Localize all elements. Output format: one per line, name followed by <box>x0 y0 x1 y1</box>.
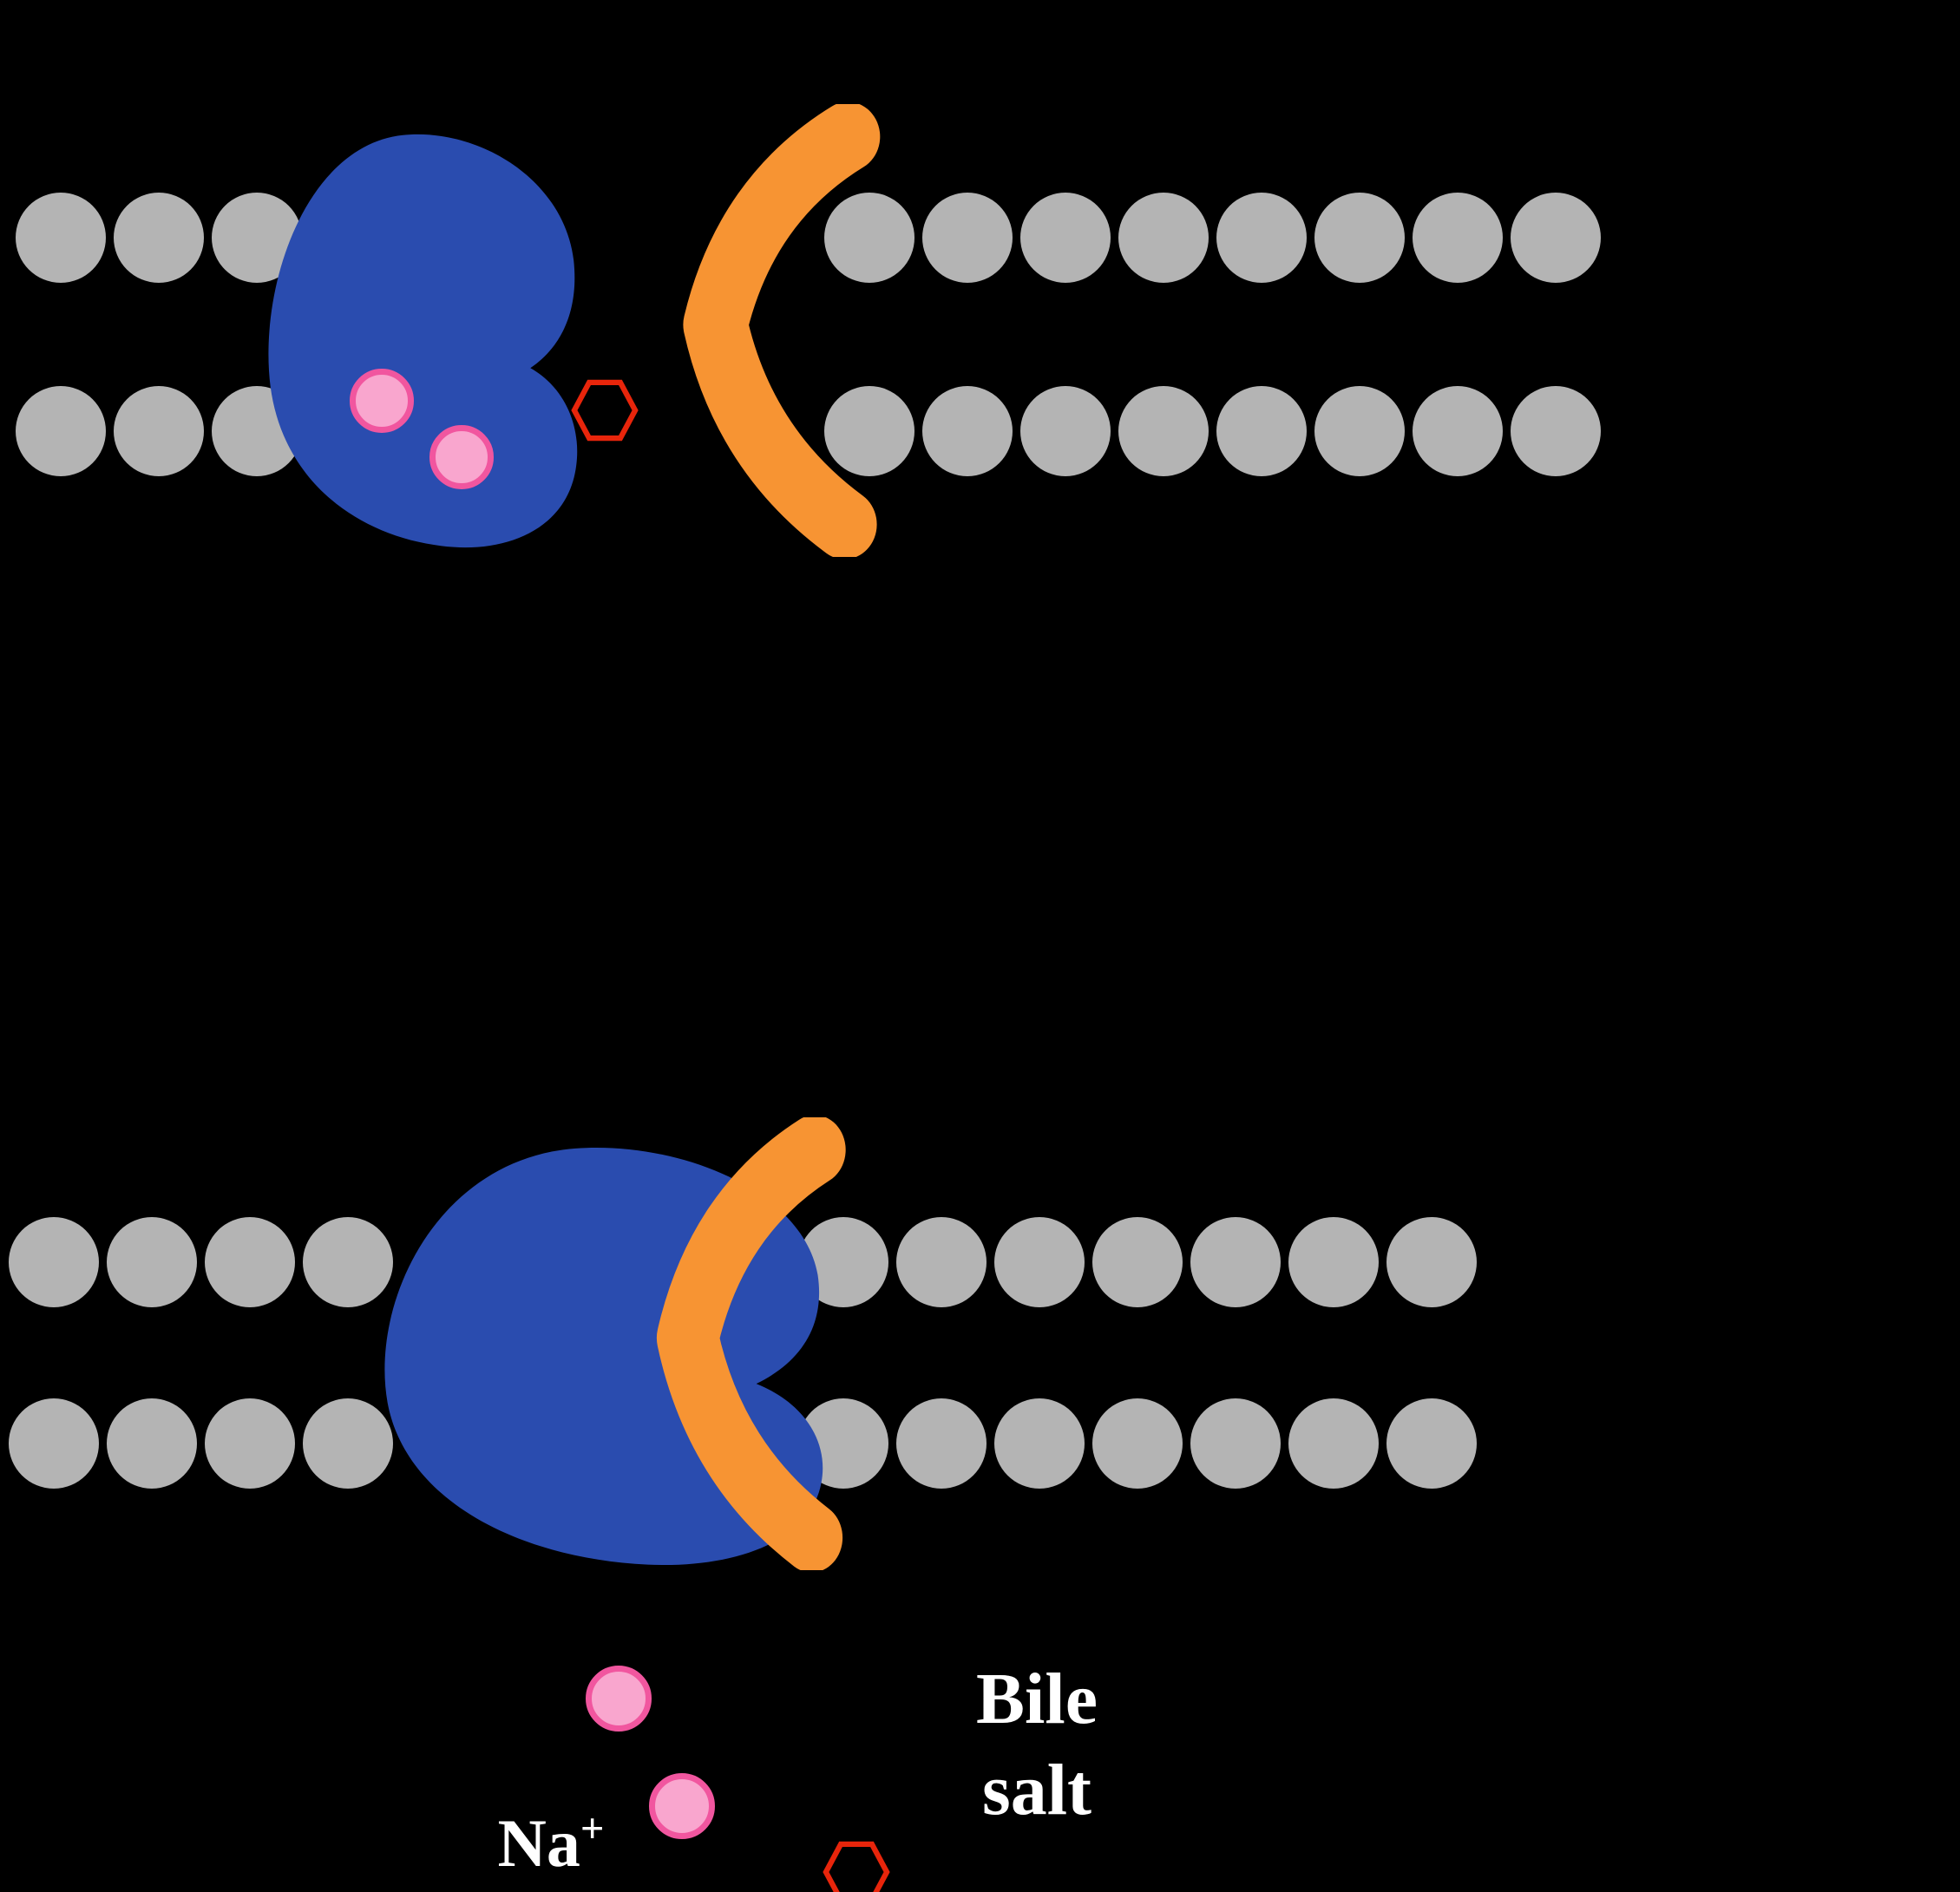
lipid-head <box>1314 193 1405 283</box>
lipid-head <box>205 1217 295 1307</box>
lipid-head <box>922 193 1013 283</box>
sodium-ion <box>350 369 414 433</box>
lipid-head <box>107 1217 197 1307</box>
lipid-row-bottom-inner-right <box>798 1398 1477 1489</box>
lipid-head <box>16 386 106 476</box>
lipid-head <box>205 1398 295 1489</box>
sodium-ion <box>429 425 494 489</box>
transporter-protein-blue <box>260 130 581 551</box>
lipid-head <box>114 386 204 476</box>
lipid-head <box>1288 1217 1379 1307</box>
lipid-head <box>1511 193 1601 283</box>
lipid-head <box>9 1398 99 1489</box>
lipid-head <box>114 193 204 283</box>
lipid-head <box>16 193 106 283</box>
lipid-head <box>1216 193 1307 283</box>
bile-salt-label-line2: salt <box>982 1750 1091 1830</box>
lipid-head <box>1413 386 1503 476</box>
lipid-row-bottom-outer-right <box>798 1217 1477 1307</box>
bile-salt-molecule <box>823 1841 890 1892</box>
lipid-head <box>1092 1217 1183 1307</box>
lipid-row-top-outer-right <box>824 193 1601 283</box>
lipid-head <box>896 1217 987 1307</box>
lipid-head <box>1118 386 1209 476</box>
lipid-head <box>1190 1398 1281 1489</box>
lipid-head <box>1413 193 1503 283</box>
lipid-row-top-outer-left <box>16 193 302 283</box>
lipid-head <box>1386 1398 1477 1489</box>
lipid-head <box>107 1398 197 1489</box>
transporter-protein-orange <box>672 104 888 557</box>
lipid-head <box>1314 386 1405 476</box>
lipid-row-top-inner-left <box>16 386 302 476</box>
lipid-head <box>896 1398 987 1489</box>
transporter-protein-orange <box>646 1117 853 1570</box>
sodium-label: Na+ <box>473 1801 629 1886</box>
lipid-head <box>303 1398 393 1489</box>
lipid-head <box>1190 1217 1281 1307</box>
lipid-head <box>1020 386 1111 476</box>
lipid-head <box>824 386 914 476</box>
lipid-head <box>1020 193 1111 283</box>
bile-salt-molecule <box>571 379 639 442</box>
lipid-head <box>1386 1217 1477 1307</box>
sodium-ion <box>586 1666 652 1732</box>
lipid-head <box>9 1217 99 1307</box>
lipid-row-bottom-outer-left <box>9 1217 393 1307</box>
sodium-label-text: Na <box>497 1805 580 1881</box>
lipid-head <box>994 1217 1085 1307</box>
lipid-head <box>1511 386 1601 476</box>
lipid-head <box>303 1217 393 1307</box>
lipid-head <box>1092 1398 1183 1489</box>
lipid-head <box>824 193 914 283</box>
bile-salt-label-line1: Bile <box>976 1659 1098 1739</box>
lipid-head <box>994 1398 1085 1489</box>
sodium-charge-sup: + <box>580 1806 605 1852</box>
bile-salt-label: Bile salt <box>950 1653 1124 1836</box>
lipid-head <box>1216 386 1307 476</box>
sodium-ion <box>649 1773 715 1839</box>
lipid-row-bottom-inner-left <box>9 1398 393 1489</box>
lipid-head <box>922 386 1013 476</box>
lipid-row-top-inner-right <box>824 386 1601 476</box>
lipid-head <box>1288 1398 1379 1489</box>
lipid-head <box>1118 193 1209 283</box>
